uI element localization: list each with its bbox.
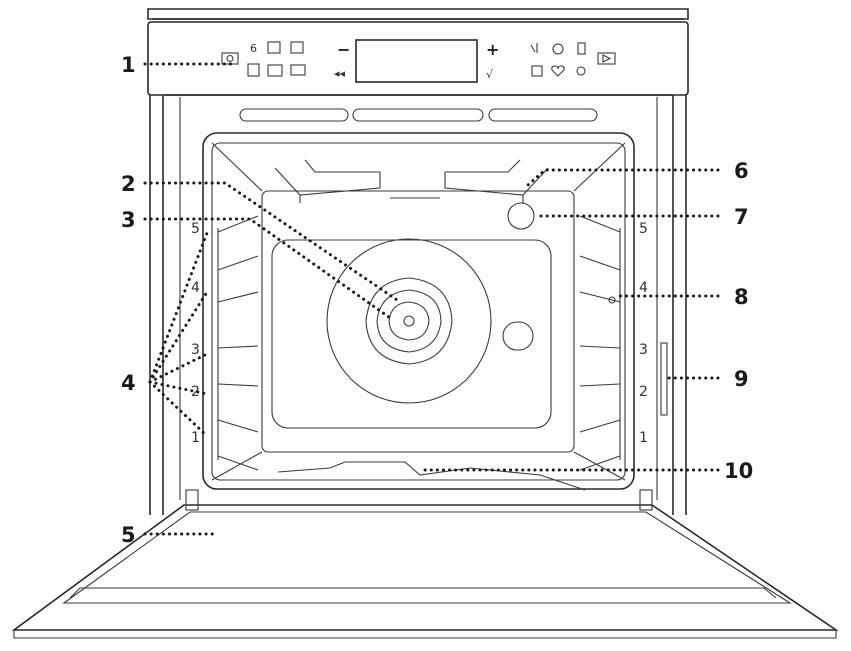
leader-4d xyxy=(148,380,209,396)
callout-7: 7 xyxy=(734,205,749,229)
grill-icon[interactable] xyxy=(267,41,281,54)
shelf-level-right-1: 1 xyxy=(639,430,648,446)
side-vent xyxy=(660,342,668,416)
oven-body xyxy=(149,94,687,515)
shelf-level-right-3: 3 xyxy=(639,342,648,358)
display-screen xyxy=(355,39,478,83)
shelf-rails-right xyxy=(579,215,621,471)
shelf-levels-right: 1 2 3 4 5 xyxy=(639,221,648,446)
digit-label: 6 xyxy=(250,42,257,55)
bottom-heat-icon[interactable] xyxy=(267,64,283,77)
oven-light xyxy=(507,202,535,230)
shelf-levels-left: 1 2 3 4 5 xyxy=(191,221,200,446)
leader-2 xyxy=(143,181,402,304)
shelf-level-right-5: 5 xyxy=(639,221,648,237)
fan-icon[interactable] xyxy=(290,41,304,54)
bottom-element xyxy=(277,461,586,491)
fan-knob xyxy=(502,321,534,351)
callout-8: 8 xyxy=(734,285,749,309)
shelf-level-left-3: 3 xyxy=(191,342,200,358)
leader-6 xyxy=(526,168,720,187)
leader-3 xyxy=(143,217,395,322)
callout-3: 3 xyxy=(121,208,136,232)
shelf-level-left-1: 1 xyxy=(191,430,200,446)
shelf-level-right-4: 4 xyxy=(639,280,648,296)
oven-cavity xyxy=(202,132,635,491)
phone-icon[interactable] xyxy=(577,42,586,55)
grill-element xyxy=(274,159,549,203)
shelf-rails-left xyxy=(217,215,259,471)
callout-2: 2 xyxy=(121,172,136,196)
leader-4a xyxy=(148,231,209,384)
minus-sign[interactable]: − xyxy=(337,40,350,59)
leader-4b xyxy=(148,290,209,384)
control-panel: 6 − ◂◂ + √ xyxy=(147,21,689,96)
power-icon[interactable] xyxy=(221,52,239,65)
top-heat-icon[interactable] xyxy=(290,64,306,76)
favorite-icon[interactable] xyxy=(551,65,565,77)
shelf-level-left-2: 2 xyxy=(191,384,200,400)
leader-4c xyxy=(148,352,209,384)
callout-4: 4 xyxy=(121,371,136,395)
play-icon[interactable] xyxy=(597,52,616,65)
callouts: 1 2 3 4 5 6 7 8 9 10 xyxy=(121,53,753,547)
leader-lines xyxy=(143,62,720,536)
plus-sign[interactable]: + xyxy=(486,40,499,59)
confirm-icon[interactable]: √ xyxy=(486,68,494,81)
callout-5: 5 xyxy=(121,523,136,547)
door-hinge-left xyxy=(185,489,199,511)
fan-icon xyxy=(403,315,415,327)
door-sensor xyxy=(608,296,616,304)
back-icon[interactable]: ◂◂ xyxy=(334,67,346,80)
leader-4e xyxy=(148,380,209,438)
callout-6: 6 xyxy=(734,159,749,183)
vent-strips xyxy=(239,108,598,122)
settings-icon[interactable] xyxy=(576,66,586,76)
fan-cover xyxy=(326,238,492,404)
shelf-level-left-4: 4 xyxy=(191,280,200,296)
callout-1: 1 xyxy=(121,53,136,77)
shelf-level-right-2: 2 xyxy=(639,384,648,400)
callout-9: 9 xyxy=(734,367,749,391)
top-trim xyxy=(147,8,689,20)
steam-icon[interactable] xyxy=(531,65,543,77)
door-hinge-right xyxy=(639,489,653,511)
shelf-level-left-5: 5 xyxy=(191,221,200,237)
oven-door xyxy=(11,489,839,639)
defrost-icon[interactable] xyxy=(247,63,260,77)
timer-icon[interactable] xyxy=(552,43,564,55)
callout-10: 10 xyxy=(724,459,753,483)
